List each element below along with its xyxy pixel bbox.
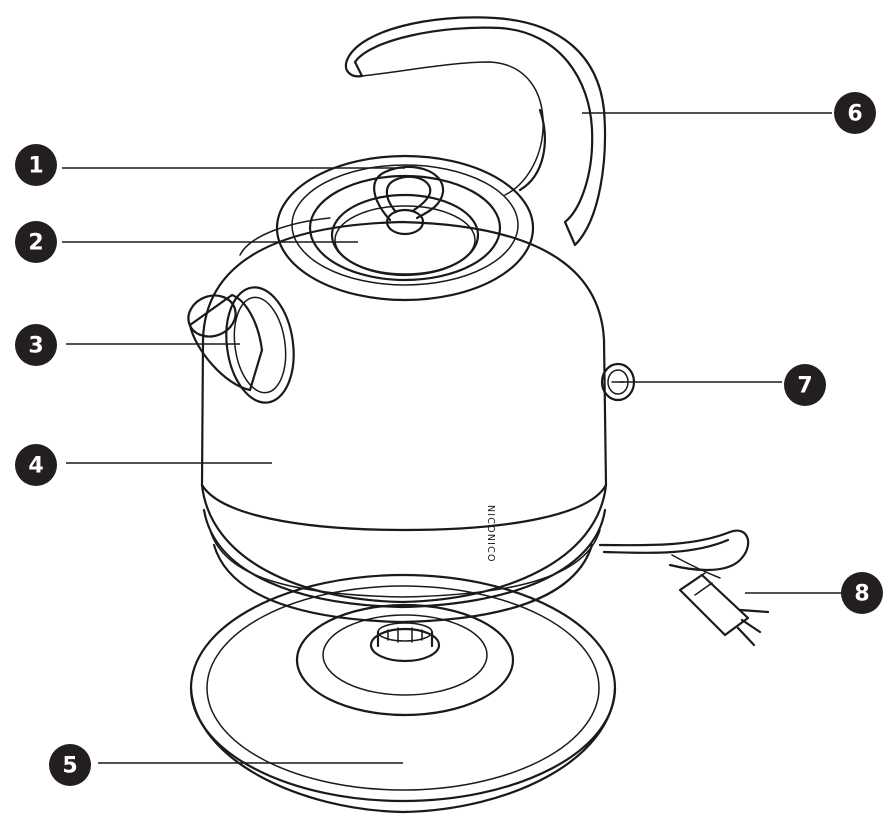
callout-badge-4: 4 xyxy=(15,444,57,486)
svg-text:8: 8 xyxy=(854,582,869,607)
svg-text:2: 2 xyxy=(28,231,43,256)
callout-badge-2: 2 xyxy=(15,221,57,263)
callout-badge-6: 6 xyxy=(834,92,876,134)
callout-badge-5: 5 xyxy=(49,744,91,786)
callout-badge-7: 7 xyxy=(784,364,826,406)
svg-text:5: 5 xyxy=(62,754,77,779)
kettle-body: NICONICO xyxy=(200,217,608,563)
brand-label: NICONICO xyxy=(485,505,496,563)
kettle-bottom-band xyxy=(200,483,608,624)
svg-text:1: 1 xyxy=(28,154,43,179)
leader-lines xyxy=(62,112,842,764)
lid-assembly xyxy=(275,154,535,302)
svg-text:4: 4 xyxy=(28,454,43,479)
callout-badge-3: 3 xyxy=(15,324,57,366)
svg-text:6: 6 xyxy=(847,102,862,127)
callout-badge-1: 1 xyxy=(15,144,57,186)
handle xyxy=(344,16,607,247)
svg-text:7: 7 xyxy=(797,374,812,399)
power-base xyxy=(189,573,617,814)
power-cord xyxy=(598,529,770,647)
callout-badge-8: 8 xyxy=(841,572,883,614)
spout xyxy=(187,286,295,404)
svg-text:3: 3 xyxy=(28,334,43,359)
